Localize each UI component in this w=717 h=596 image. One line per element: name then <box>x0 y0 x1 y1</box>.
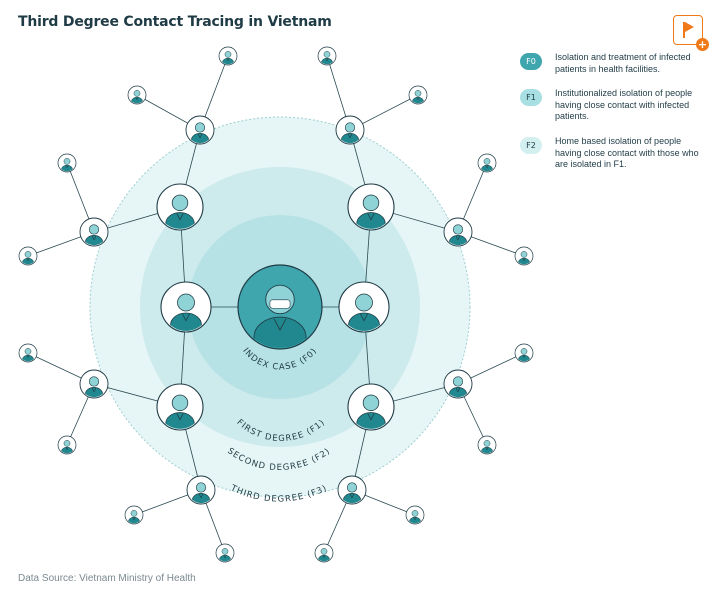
third-degree-node <box>127 85 147 105</box>
third-degree-node <box>57 153 77 173</box>
person-nodes <box>18 46 534 563</box>
plus-icon: + <box>696 38 709 51</box>
third-degree-node <box>215 543 235 563</box>
second-degree-node <box>443 217 473 247</box>
third-degree-node <box>124 505 144 525</box>
second-degree-node <box>186 475 216 505</box>
first-degree-node <box>338 281 390 333</box>
third-degree-node <box>477 153 497 173</box>
second-degree-node <box>79 217 109 247</box>
second-degree-node <box>443 369 473 399</box>
third-degree-node <box>18 343 38 363</box>
second-degree-node <box>185 115 215 145</box>
legend-text-f1: Institutionalized isolation of people ha… <box>555 88 693 121</box>
third-degree-node <box>405 505 425 525</box>
logo[interactable]: + <box>673 15 709 51</box>
flag-icon <box>683 22 685 38</box>
third-degree-node <box>514 246 534 266</box>
third-degree-node <box>514 343 534 363</box>
legend-text-f0: Isolation and treatment of infected pati… <box>555 52 691 74</box>
third-degree-node <box>18 246 38 266</box>
third-degree-node <box>314 543 334 563</box>
index-case-node <box>237 264 323 350</box>
legend-text-f2: Home based isolation of people having cl… <box>555 136 699 169</box>
mask-icon <box>269 299 291 309</box>
chart-title: Third Degree Contact Tracing in Vietnam <box>18 14 332 30</box>
third-degree-node <box>317 46 337 66</box>
third-degree-node <box>408 85 428 105</box>
first-degree-node <box>160 281 212 333</box>
legend-badge-f2: F2 <box>520 137 542 154</box>
first-degree-node <box>347 183 395 231</box>
legend-badge-f1: F1 <box>520 89 542 106</box>
legend-badge-f0: F0 <box>520 53 542 70</box>
data-source: Data Source: Vietnam Ministry of Health <box>18 573 196 584</box>
third-degree-node <box>477 435 497 455</box>
second-degree-node <box>335 115 365 145</box>
first-degree-node <box>156 383 204 431</box>
third-degree-node <box>218 46 238 66</box>
second-degree-node <box>79 369 109 399</box>
flag-pennant-icon <box>685 22 694 32</box>
second-degree-node <box>337 475 367 505</box>
third-degree-node <box>57 435 77 455</box>
first-degree-node <box>156 183 204 231</box>
first-degree-node <box>347 383 395 431</box>
